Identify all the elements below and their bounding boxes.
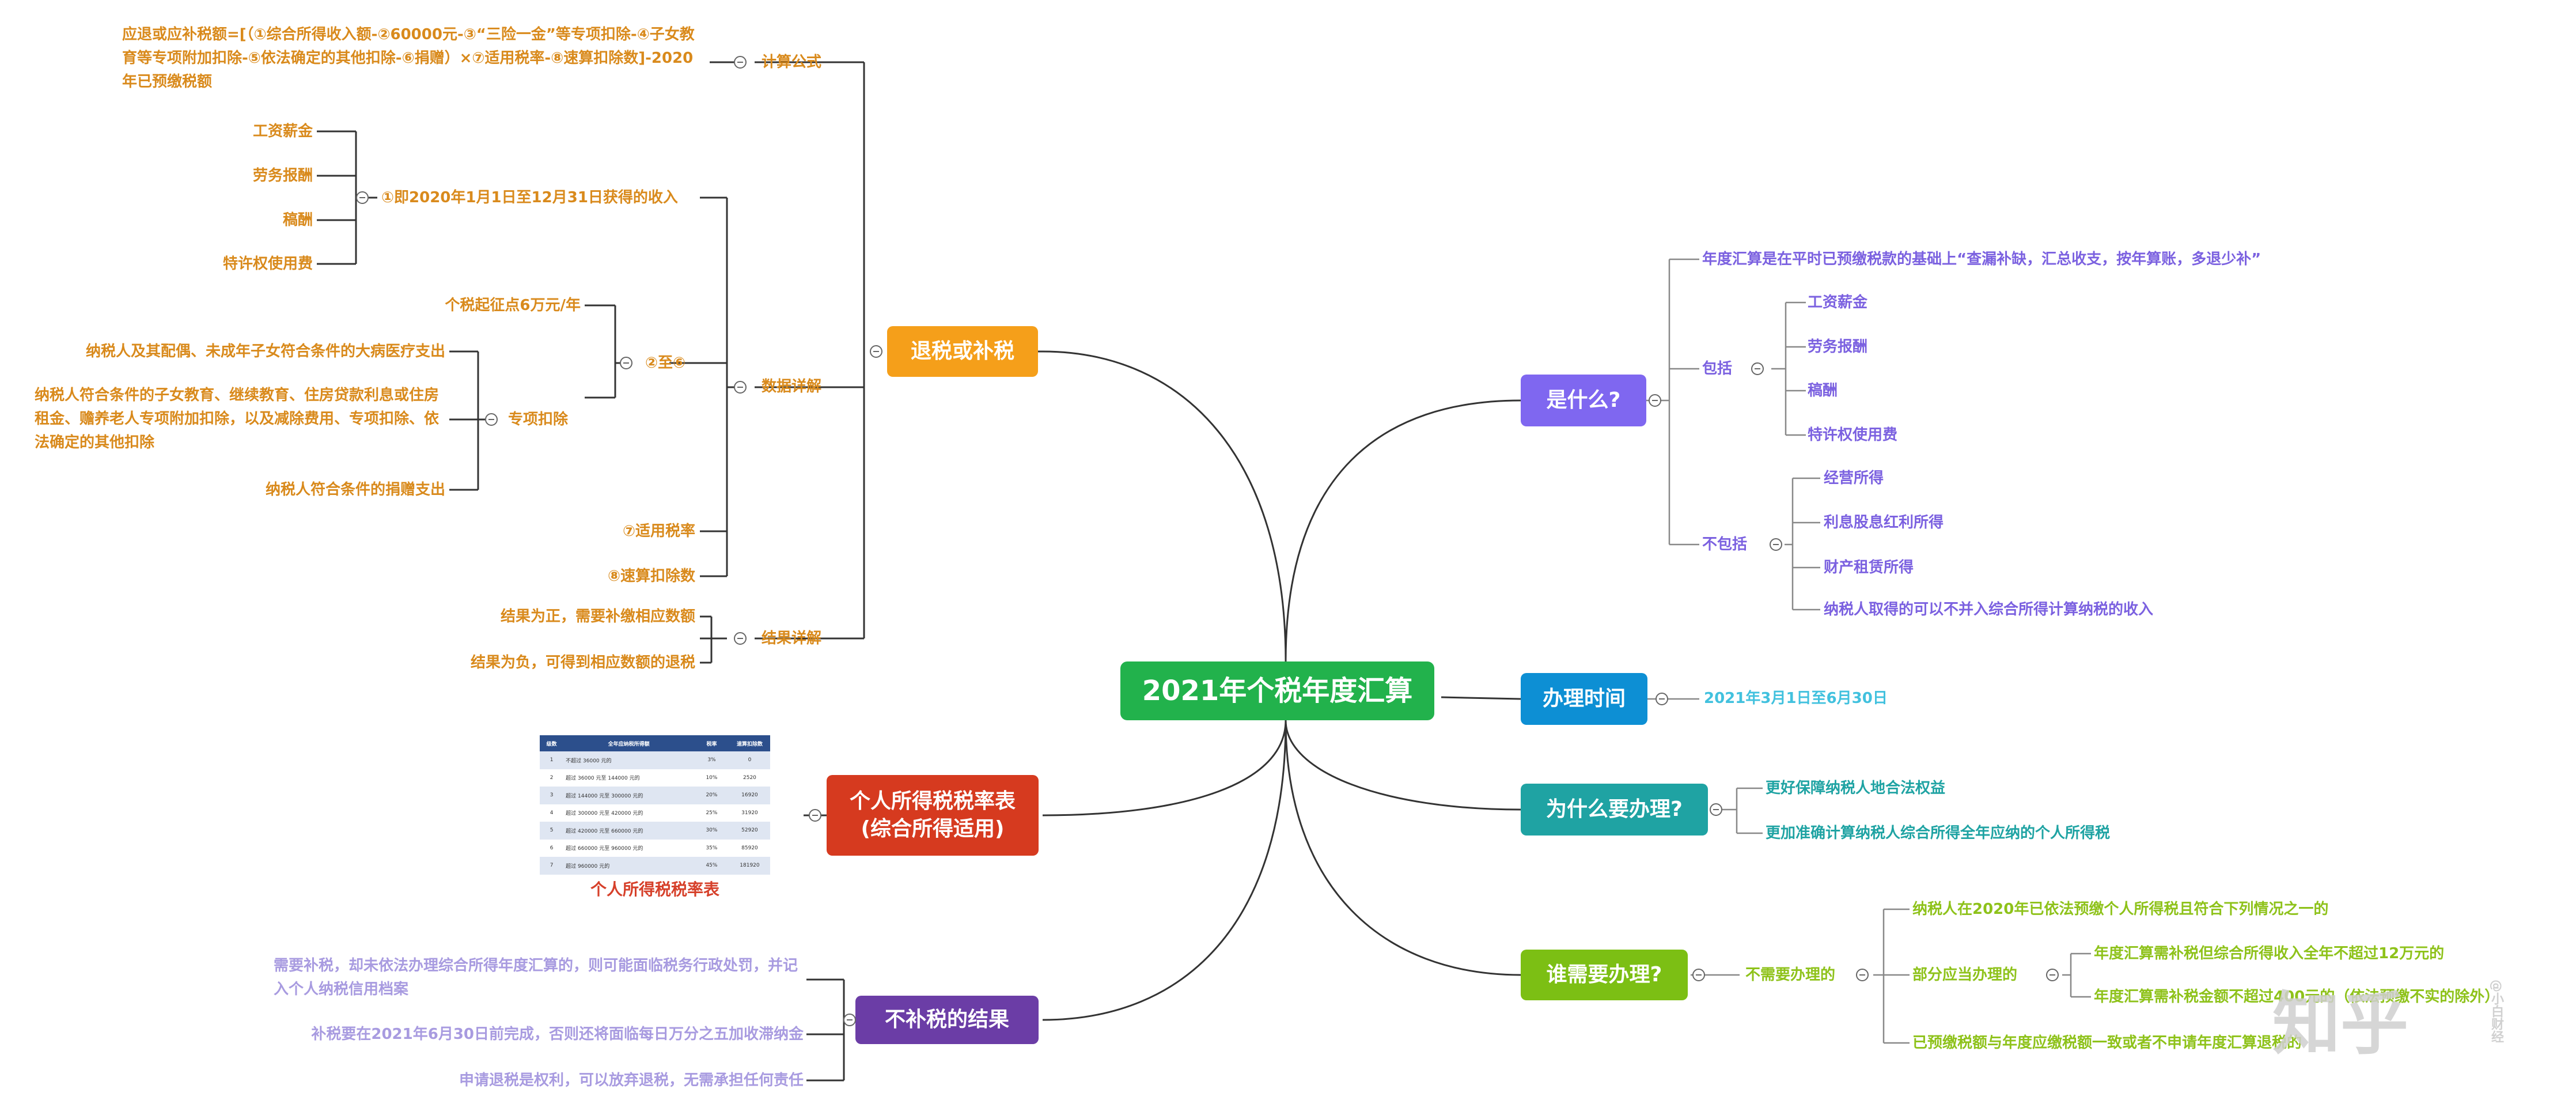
formula-label: 计算公式 <box>762 54 822 71</box>
rate-table-title: 个人所得税税率表 <box>849 789 1016 813</box>
not-needed-label: 不需要办理的 <box>1745 966 1836 984</box>
branch-who[interactable]: 谁需要办理? <box>1521 950 1688 1000</box>
collapse-icon[interactable] <box>1649 394 1661 407</box>
time-value: 2021年3月1日至6月30日 <box>1704 690 1888 707</box>
why-item-rights: 更好保障纳税人地合法权益 <box>1766 780 1946 797</box>
collapse-icon[interactable] <box>1710 803 1722 816</box>
partial-item-income: 年度汇算需补税但综合所得收入全年不超过12万元的 <box>2094 945 2445 962</box>
collapse-icon[interactable] <box>1656 693 1668 705</box>
branch-rate-table[interactable]: 个人所得税税率表 (综合所得适用) <box>827 775 1039 856</box>
exclude-item-rent: 财产租赁所得 <box>1824 559 1914 576</box>
income-item-salary: 工资薪金 <box>252 123 313 140</box>
income-item-franchise: 特许权使用费 <box>222 255 313 273</box>
rate-table-subtitle: (综合所得适用) <box>861 817 1005 841</box>
special-item-donation: 纳税人符合条件的捐赠支出 <box>265 481 445 498</box>
include-item-royalty: 稿酬 <box>1808 382 1838 399</box>
include-item-salary: 工资薪金 <box>1808 294 1868 311</box>
collapse-icon[interactable] <box>2046 969 2059 981</box>
table-header: 税率 <box>694 735 729 751</box>
collapse-icon[interactable] <box>809 809 821 822</box>
deduct-label: ②至⑥ <box>645 354 686 372</box>
collapse-icon[interactable] <box>734 632 747 645</box>
zhihu-watermark-handle: @小白财经 <box>2489 980 2503 1043</box>
branch-why[interactable]: 为什么要办理? <box>1521 784 1708 836</box>
exclude-item-business: 经营所得 <box>1824 470 1884 487</box>
branch-refund[interactable]: 退税或补税 <box>887 326 1038 377</box>
tax-rate-label: ⑦适用税率 <box>622 523 695 540</box>
result-label: 结果详解 <box>762 630 822 647</box>
table-header: 速算扣除数 <box>729 735 770 751</box>
collapse-icon[interactable] <box>1692 969 1705 981</box>
collapse-icon[interactable] <box>1770 538 1782 551</box>
special-deduct-label: 专项扣除 <box>508 411 569 428</box>
collapse-icon[interactable] <box>1856 969 1869 981</box>
partial-item-amount: 年度汇算需补税金额不超过400元的（依法预缴不实的除外） <box>2094 988 2500 1005</box>
formula-text: 应退或应补税额=[（①综合所得收入额-②60000元-③“三险一金”等专项扣除-… <box>122 26 695 90</box>
income-item-royalty: 稿酬 <box>282 211 313 229</box>
include-item-franchise: 特许权使用费 <box>1808 426 1898 444</box>
include-item-labor: 劳务报酬 <box>1808 338 1868 356</box>
no-pay-item-right: 申请退税是权利，可以放弃退税，无需承担任何责任 <box>459 1072 804 1089</box>
income-label: ①即2020年1月1日至12月31日获得的收入 <box>381 189 678 206</box>
collapse-icon[interactable] <box>356 191 369 204</box>
result-positive: 结果为正，需要补缴相应数额 <box>500 608 695 625</box>
special-item-medical: 纳税人及其配偶、未成年子女符合条件的大病医疗支出 <box>85 343 445 360</box>
center-topic[interactable]: 2021年个税年度汇算 <box>1120 661 1434 720</box>
table-header: 级数 <box>540 735 564 751</box>
collapse-icon[interactable] <box>734 56 747 69</box>
branch-no-pay[interactable]: 不补税的结果 <box>855 996 1039 1044</box>
collapse-icon[interactable] <box>1751 362 1764 375</box>
collapse-icon[interactable] <box>734 381 747 394</box>
rate-table-caption: 个人所得税税率表 <box>590 880 719 899</box>
what-definition: 年度汇算是在平时已预缴税款的基础上“查漏补缺，汇总收支，按年算账，多退少补” <box>1702 251 2261 268</box>
threshold-text: 个税起征点6万元/年 <box>445 297 581 314</box>
not-needed-item-prepaid: 纳税人在2020年已依法预缴个人所得税且符合下列情况之一的 <box>1912 901 2329 918</box>
include-label: 包括 <box>1702 360 1733 377</box>
table-header: 全年应纳税所得额 <box>563 735 694 751</box>
why-item-accuracy: 更加准确计算纳税人综合所得全年应纳的个人所得税 <box>1766 825 2111 842</box>
branch-what[interactable]: 是什么? <box>1521 375 1646 426</box>
collapse-icon[interactable] <box>620 357 632 369</box>
collapse-icon[interactable] <box>870 345 882 358</box>
exclude-item-other: 纳税人取得的可以不并入综合所得计算纳税的收入 <box>1824 601 2154 618</box>
quick-deduct-label: ⑧速算扣除数 <box>607 568 695 585</box>
income-item-labor: 劳务报酬 <box>252 167 313 184</box>
result-negative: 结果为负，可得到相应数额的退税 <box>470 654 695 671</box>
not-needed-item-equal: 已预缴税额与年度应缴税额一致或者不申请年度汇算退税的 <box>1912 1034 2302 1052</box>
collapse-icon[interactable] <box>843 1014 856 1026</box>
partial-label: 部分应当办理的 <box>1912 966 2018 984</box>
no-pay-item-deadline: 补税要在2021年6月30日前完成，否则还将面临每日万分之五加收滞纳金 <box>311 1026 804 1043</box>
exclude-item-interest: 利息股息红利所得 <box>1824 514 1944 531</box>
exclude-label: 不包括 <box>1702 536 1748 553</box>
collapse-icon[interactable] <box>485 413 498 426</box>
branch-time[interactable]: 办理时间 <box>1521 673 1647 725</box>
data-detail-label: 数据详解 <box>762 378 822 395</box>
no-pay-item-penalty: 需要补税，却未依法办理综合所得年度汇算的，则可能面临税务行政处罚，并记入个人纳税… <box>274 957 798 998</box>
special-item-additional: 纳税人符合条件的子女教育、继续教育、住房贷款利息或住房租金、赡养老人专项附加扣除… <box>35 387 440 451</box>
zhihu-watermark-logo: 知乎 <box>2272 984 2409 1064</box>
